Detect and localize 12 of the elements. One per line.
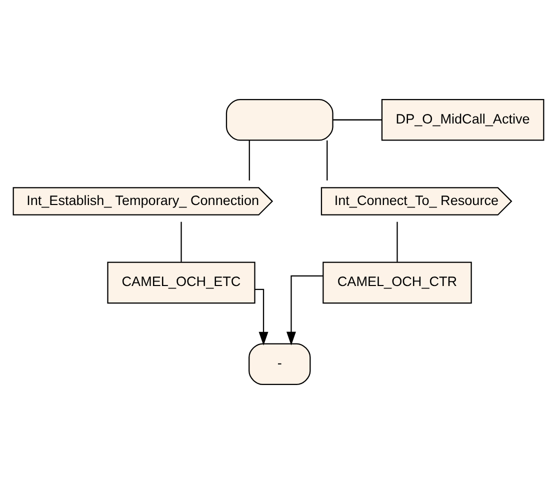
- node-box: [226, 98, 334, 141]
- connector: [333, 119, 382, 120]
- connector: [248, 140, 250, 180]
- connector: [180, 222, 182, 262]
- node-box: DP_O_MidCall_Active: [381, 98, 544, 141]
- connector: [396, 222, 398, 262]
- node-box: CAMEL_OCH_CTR: [322, 262, 472, 304]
- arrow: [286, 275, 324, 346]
- arrow: [255, 288, 268, 346]
- node-box: -: [248, 343, 311, 386]
- node-box: CAMEL_OCH_ETC: [107, 262, 256, 304]
- connector: [326, 140, 328, 180]
